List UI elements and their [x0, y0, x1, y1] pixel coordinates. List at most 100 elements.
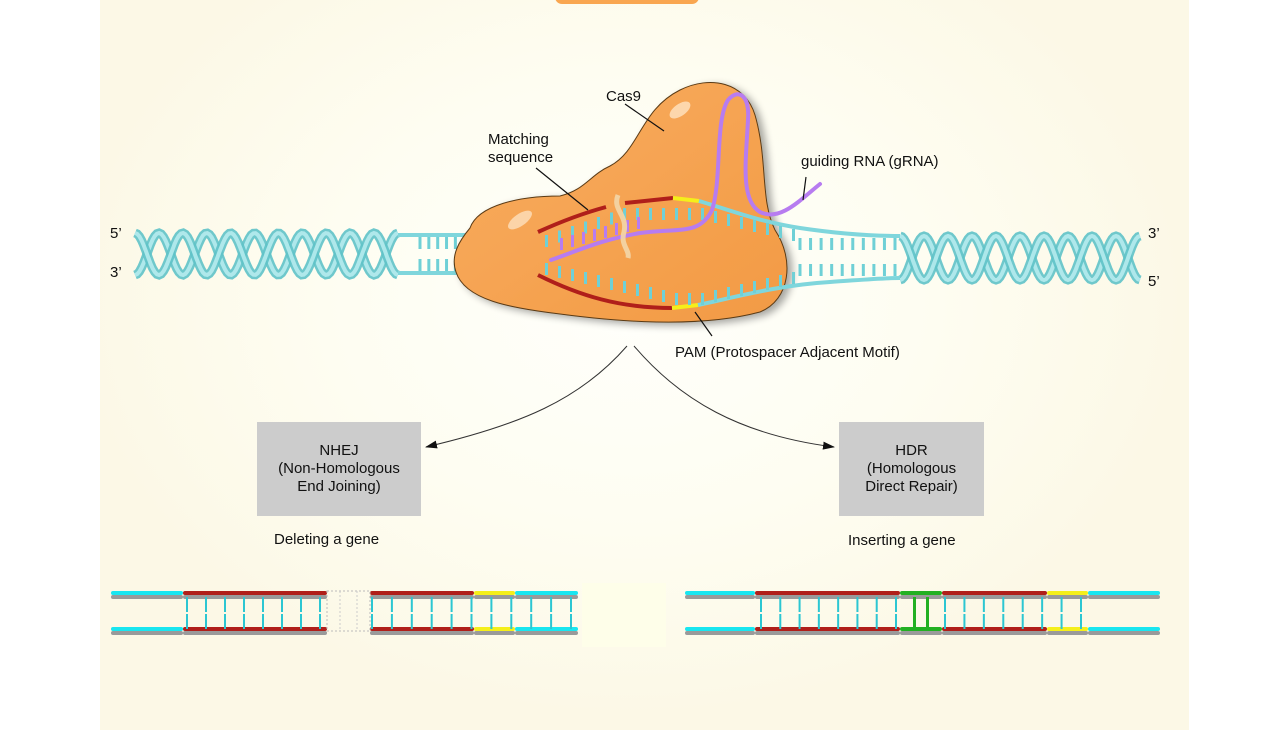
base-pair: [779, 275, 782, 287]
strand-segment: [515, 627, 578, 631]
bar-base: [300, 597, 302, 612]
base-pair: [418, 237, 422, 249]
base-pair: [872, 264, 876, 276]
strand-backbone: [1088, 595, 1160, 599]
base-pair: [701, 293, 704, 305]
base-pair: [610, 212, 613, 225]
matching-sequence-label-line2: sequence: [488, 149, 554, 166]
base-pair: [792, 229, 795, 241]
cas9-protein: [453, 82, 788, 323]
inserted-base: [926, 597, 929, 629]
strand-backbone: [370, 595, 474, 599]
strand-backbone: [755, 595, 900, 599]
bar-base: [895, 597, 897, 612]
strand-segment: [183, 627, 327, 631]
bar-base: [410, 614, 413, 629]
base-pair: [766, 223, 769, 235]
nhej-result-dna: [111, 590, 578, 635]
strand-backbone: [111, 595, 183, 599]
bar-base: [371, 614, 373, 629]
grna-leader-line: [802, 176, 807, 201]
bar-base: [281, 614, 283, 629]
strand-backbone: [474, 595, 515, 599]
cleavage-site: [614, 194, 631, 259]
base-pair: [819, 264, 823, 276]
dna-helix-left: [133, 228, 400, 280]
arrow-to-hdr: [633, 345, 835, 450]
base-pair: [861, 264, 865, 276]
bar-base: [281, 597, 283, 612]
base-pair: [766, 278, 769, 290]
base-pair: [445, 237, 449, 249]
bar-base: [963, 614, 966, 629]
base-pair: [558, 266, 561, 278]
bar-base: [510, 614, 513, 629]
strand-backbone: [1047, 631, 1088, 635]
bar-base: [817, 597, 820, 612]
strand-segment: [111, 591, 183, 595]
strand-segment: [942, 627, 1047, 631]
base-pair: [610, 278, 613, 290]
bar-base: [1060, 597, 1063, 612]
grna-base: [582, 232, 585, 244]
strand-backbone: [515, 595, 578, 599]
bar-base: [390, 614, 393, 629]
base-pair: [436, 237, 440, 249]
strand-backbone: [685, 595, 755, 599]
strand-segment: [474, 591, 515, 595]
base-pair: [571, 226, 574, 238]
base-pair: [675, 208, 678, 220]
helix-strand-highlight: [134, 230, 399, 278]
grna-strand: [549, 92, 822, 262]
base-pair: [779, 226, 782, 238]
base-pair: [893, 238, 897, 250]
strand-backbone: [183, 595, 327, 599]
bar-base: [205, 614, 207, 629]
base-pair: [445, 259, 449, 271]
bar-base: [319, 614, 321, 629]
pam-label: PAM (Protospacer Adjacent Motif): [675, 344, 900, 361]
base-pair: [662, 290, 665, 302]
bar-base: [779, 597, 782, 612]
base-pair: [830, 264, 834, 276]
bar-base: [1080, 597, 1082, 612]
base-pair: [649, 287, 652, 299]
helix-strand-highlight: [899, 233, 1141, 283]
base-pair: [851, 264, 855, 276]
bar-base: [530, 614, 533, 629]
bar-base: [262, 614, 264, 629]
base-pair: [727, 214, 730, 226]
base-pair: [753, 220, 756, 232]
grna-base: [593, 229, 596, 241]
base-pair: [872, 238, 876, 250]
pam-leader-line: [694, 311, 713, 337]
nhej-subtitle-line2: End Joining): [297, 478, 381, 495]
strand-segment: [1088, 591, 1160, 595]
bar-base: [430, 614, 433, 629]
grna-label: guiding RNA (gRNA): [801, 153, 939, 170]
bar-base: [570, 614, 572, 629]
hdr-subtitle-line2: Direct Repair): [865, 478, 958, 495]
bar-base: [243, 597, 245, 612]
grna-base: [626, 220, 629, 232]
base-pair: [830, 238, 834, 250]
right-top-end-label: 3’: [1148, 225, 1160, 242]
bar-base: [243, 614, 245, 629]
bar-base: [530, 597, 533, 612]
base-pair: [623, 281, 626, 293]
bar-base: [450, 597, 453, 612]
bar-base: [186, 597, 188, 612]
base-pair: [798, 264, 802, 276]
strand-segment: [1047, 627, 1088, 631]
strand-backbone: [685, 631, 755, 635]
base-pair: [558, 230, 561, 243]
base-pair: [597, 217, 600, 229]
base-pair: [688, 208, 691, 220]
base-pair: [819, 238, 823, 250]
strand-segment: [183, 591, 327, 595]
bar-base: [1021, 597, 1024, 612]
bar-base: [944, 614, 946, 629]
bar-base: [895, 614, 897, 629]
strand-backbone: [755, 631, 900, 635]
bar-base: [1041, 614, 1044, 629]
